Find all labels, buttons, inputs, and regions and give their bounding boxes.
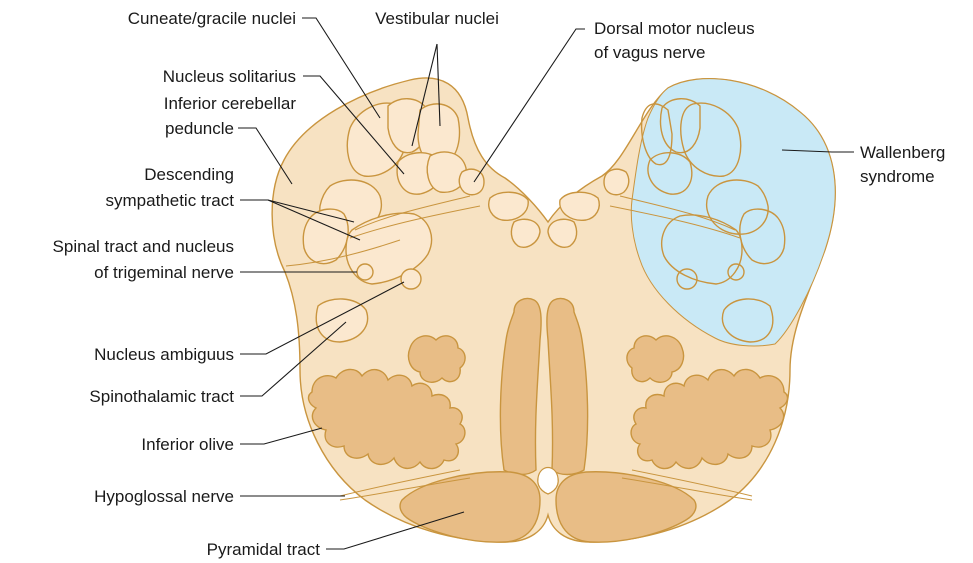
label-desc-symp-line2: sympathetic tract [106, 191, 235, 210]
label-wallenberg-line1: Wallenberg [860, 143, 945, 162]
label-icp-line1: Inferior cerebellar [164, 94, 297, 113]
label-pyramidal-tract: Pyramidal tract [207, 540, 321, 559]
label-nucleus-ambiguus: Nucleus ambiguus [94, 345, 234, 364]
leader-dorsal-motor [474, 29, 585, 182]
label-dorsal-motor-line2: of vagus nerve [594, 43, 706, 62]
label-wallenberg-line2: syndrome [860, 167, 935, 186]
label-dorsal-motor-line1: Dorsal motor nucleus [594, 19, 755, 38]
label-vestibular-nuclei: Vestibular nuclei [375, 9, 499, 28]
leader-olive [240, 428, 322, 444]
label-desc-symp-line1: Descending [144, 165, 234, 184]
label-inferior-olive: Inferior olive [141, 435, 234, 454]
small-round-left-a [357, 264, 373, 280]
label-spinal-trig-line1: Spinal tract and nucleus [53, 237, 234, 256]
small-round-left-b [401, 269, 421, 289]
label-spinothalamic: Spinothalamic tract [89, 387, 234, 406]
label-spinal-trig-line2: of trigeminal nerve [94, 263, 234, 282]
label-hypoglossal-nerve: Hypoglossal nerve [94, 487, 234, 506]
label-cuneate-gracile: Cuneate/gracile nuclei [128, 9, 296, 28]
dorsal-motor-vagus-right [604, 169, 629, 195]
label-nucleus-solitarius: Nucleus solitarius [163, 67, 296, 86]
label-icp-line2: peduncle [165, 119, 234, 138]
